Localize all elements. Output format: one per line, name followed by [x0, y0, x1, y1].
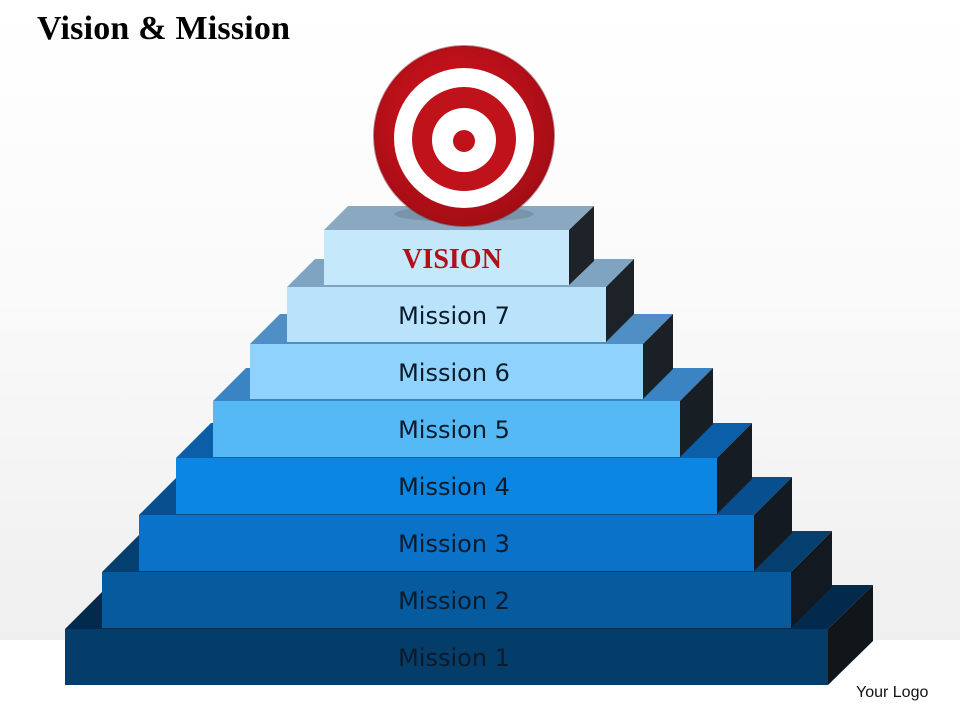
step-front-face: [65, 629, 828, 685]
page-title: Vision & Mission: [37, 10, 291, 47]
vision-label: VISION: [402, 244, 502, 275]
mission-5-label: Mission 5: [398, 416, 510, 444]
mission-1-label: Mission 1: [398, 644, 510, 672]
logo-placeholder: Your Logo: [856, 684, 929, 701]
mission-3-label: Mission 3: [398, 530, 510, 558]
mission-6-label: Mission 6: [398, 359, 510, 387]
mission-4-label: Mission 4: [398, 473, 510, 501]
step-side-face: [828, 585, 873, 685]
mission-2-label: Mission 2: [398, 587, 510, 615]
bullseye-target-icon: [373, 45, 555, 227]
mission-7-label: Mission 7: [398, 302, 510, 330]
